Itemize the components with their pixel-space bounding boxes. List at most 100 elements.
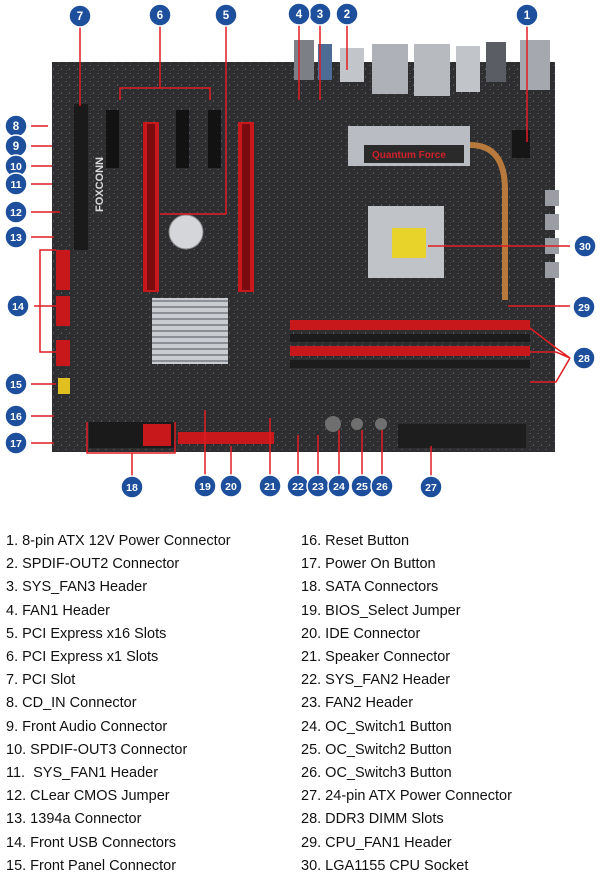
battery (168, 214, 204, 250)
callout-number: 7 (77, 11, 83, 23)
callout-16: 16 (4, 404, 28, 428)
legend-item: 13. 1394a Connector (6, 811, 142, 828)
callout-circle (68, 4, 92, 28)
callout-4: 4 (287, 2, 311, 26)
callout-circle (287, 2, 311, 26)
callout-number: 30 (579, 241, 591, 253)
callout-number: 28 (578, 353, 590, 365)
heatpipe (469, 142, 508, 300)
rear-io-ports (294, 40, 550, 96)
legend-item: 25. OC_Switch2 Button (301, 741, 452, 758)
atx-24pin-connector (398, 424, 526, 448)
callout-circle (327, 474, 351, 498)
callout-circle (4, 200, 28, 224)
callout-circle (4, 431, 28, 455)
callout-22: 22 (286, 474, 310, 498)
legend-item: 29. CPU_FAN1 Header (301, 834, 452, 851)
legend-item: 8. CD_IN Connector (6, 695, 137, 712)
callout-circle (193, 474, 217, 498)
callout-24: 24 (327, 474, 351, 498)
callout-circle (120, 475, 144, 499)
callout-number: 14 (12, 301, 24, 313)
callout-14: 14 (6, 294, 30, 318)
legend-item: 28. DDR3 DIMM Slots (301, 811, 444, 828)
callout-circle (219, 474, 243, 498)
callout-number: 15 (10, 379, 22, 391)
callout-number: 9 (13, 141, 19, 153)
callout-6: 6 (148, 3, 172, 27)
callout-23: 23 (306, 474, 330, 498)
legend-item: 23. FAN2 Header (301, 695, 414, 712)
legend-item: 5. PCI Express x16 Slots (6, 625, 167, 642)
legend-item: 15. Front Panel Connector (6, 857, 177, 874)
callout-8: 8 (4, 114, 28, 138)
callout-number: 17 (10, 438, 22, 450)
callout-number: 16 (10, 411, 22, 423)
callout-number: 25 (356, 481, 368, 493)
callout-number: 2 (344, 9, 350, 21)
callout-1: 1 (515, 3, 539, 27)
callout-circle (148, 3, 172, 27)
callout-27: 27 (419, 475, 443, 499)
callout-11: 11 (4, 172, 28, 196)
legend-item: 24. OC_Switch1 Button (301, 718, 452, 735)
cpu-socket (392, 228, 426, 258)
legend-item: 4. FAN1 Header (6, 602, 110, 619)
dimm-slots (290, 320, 530, 368)
callout-13: 13 (4, 225, 28, 249)
callout-12: 12 (4, 200, 28, 224)
legend-item: 26. OC_Switch3 Button (301, 765, 452, 782)
legend-item: 18. SATA Connectors (301, 579, 439, 596)
callout-circle (4, 225, 28, 249)
legend-item: 10. SPDIF-OUT3 Connector (6, 741, 188, 758)
callout-circle (214, 3, 238, 27)
legend-item: 16. Reset Button (301, 533, 410, 549)
legend-item: 9. Front Audio Connector (6, 718, 168, 735)
legend-item: 27. 24-pin ATX Power Connector (301, 788, 512, 805)
legend-item: 17. Power On Button (301, 556, 436, 573)
legend-item: 2. SPDIF-OUT2 Connector (6, 556, 180, 573)
callout-number: 29 (578, 302, 590, 314)
legend-item: 11. SYS_FAN1 Header (6, 765, 159, 782)
callout-number: 6 (157, 10, 163, 22)
callout-29: 29 (572, 295, 596, 319)
legend-item: 30. LGA1155 CPU Socket (301, 857, 469, 874)
ide-connector (178, 432, 274, 444)
legend-item: 21. Speaker Connector (301, 649, 451, 666)
callout-2: 2 (335, 2, 359, 26)
callout-number: 22 (292, 481, 304, 493)
legend-left: 1. 8-pin ATX 12V Power Connector 2. SPDI… (6, 530, 231, 878)
legend-right: 16. Reset Button 17. Power On Button 18.… (301, 530, 512, 878)
callout-number: 11 (10, 179, 21, 191)
legend-item: 7. PCI Slot (6, 672, 76, 689)
callout-number: 23 (312, 481, 324, 493)
callout-circle (572, 346, 596, 370)
motherboard-diagram: FOXCONN Quantum Force (4, 2, 597, 499)
pcb-board (52, 62, 555, 452)
callout-7: 7 (68, 4, 92, 28)
callout-25: 25 (350, 474, 374, 498)
callout-number: 21 (264, 481, 276, 493)
callout-9: 9 (4, 134, 28, 158)
callout-3: 3 (308, 2, 332, 26)
callout-19: 19 (193, 474, 217, 498)
legend-item: 14. Front USB Connectors (6, 834, 177, 851)
callout-30: 30 (573, 234, 597, 258)
callout-circle (258, 474, 282, 498)
chipset-heatsink (152, 298, 228, 364)
brand-label: FOXCONN (94, 157, 106, 212)
callout-number: 3 (317, 9, 323, 21)
legend-item: 1. 8-pin ATX 12V Power Connector (6, 533, 231, 549)
callout-number: 24 (333, 481, 345, 493)
legend-item: 19. BIOS_Select Jumper (301, 602, 461, 619)
callout-number: 5 (223, 10, 230, 22)
callout-circle (4, 372, 28, 396)
callout-number: 26 (376, 481, 388, 493)
callout-21: 21 (258, 474, 282, 498)
callout-number: 8 (13, 121, 20, 133)
heatsink-label: Quantum Force (372, 150, 446, 161)
callout-18: 18 (120, 475, 144, 499)
callout-circle (4, 172, 28, 196)
legend-item: 3. SYS_FAN3 Header (6, 579, 148, 596)
